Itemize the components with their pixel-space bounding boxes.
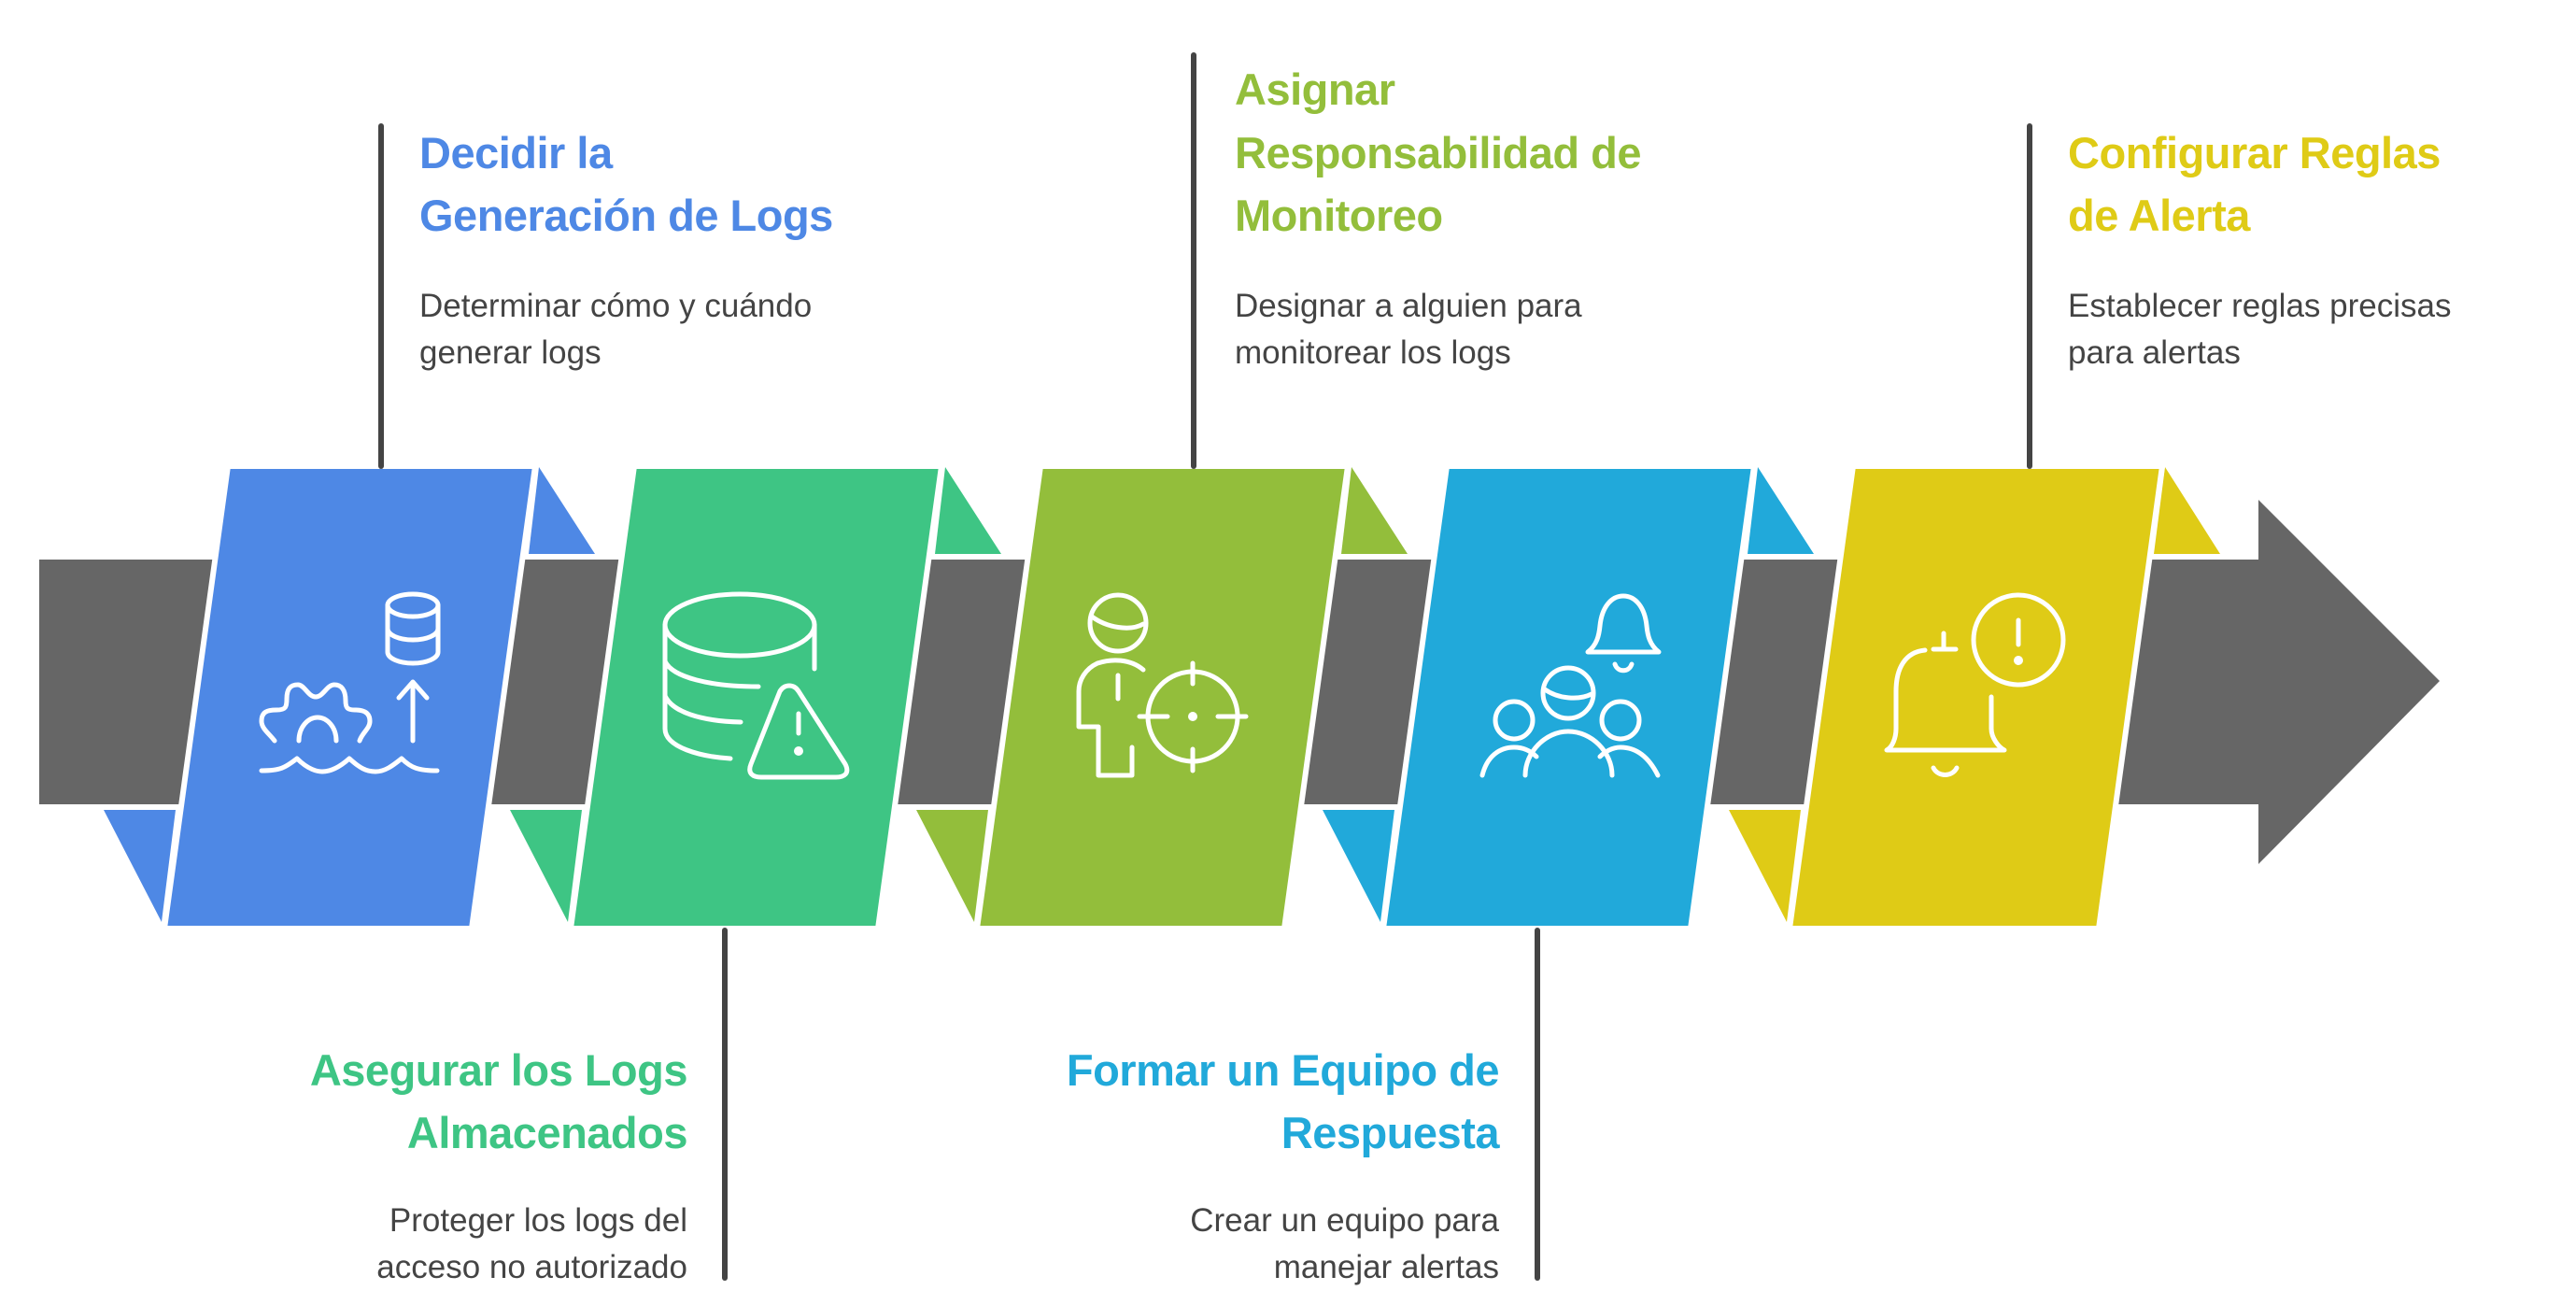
step-1-title-line-2: Generación de Logs [419, 191, 833, 240]
database-warning-icon [662, 591, 850, 780]
step-4-fold-top [1744, 459, 1819, 557]
step-5-fold-top [2150, 459, 2226, 557]
arrow-head [2258, 500, 2440, 864]
step-1-panel [161, 463, 539, 931]
step-5-description-line-2: para alertas [2068, 334, 2241, 371]
step-3-fold-bottom [912, 807, 992, 931]
step-2-fold-bottom [505, 807, 586, 931]
step-4-label: Formar un Equipo de Respuesta Crear un e… [1067, 1045, 1501, 1285]
step-3-label: Asignar Responsabilidad de Monitoreo Des… [1235, 64, 1641, 371]
step-5-description-line-1: Establecer reglas precisas [2068, 288, 2451, 324]
person-target-icon [1076, 592, 1249, 778]
step-2-title-line-2: Almacenados [407, 1108, 687, 1157]
step-5-fold-bottom [1724, 807, 1805, 931]
step-1-description-line-2: generar logs [419, 334, 602, 371]
bell-alert-icon [1884, 592, 2066, 777]
step-2-segment [505, 459, 1007, 931]
step-3-fold-top [1338, 459, 1413, 557]
step-1-description-line-1: Determinar cómo y cuándo [419, 288, 812, 324]
step-5-panel [1786, 463, 2166, 931]
step-3-panel [973, 463, 1352, 931]
step-2-fold-top [931, 459, 1007, 557]
step-4-fold-bottom [1318, 807, 1398, 931]
step-2-panel [567, 463, 945, 931]
step-1-segment [99, 459, 601, 931]
step-1-fold-bottom [99, 807, 179, 931]
step-4-title-line-2: Respuesta [1281, 1108, 1501, 1157]
step-3-segment [912, 459, 1413, 931]
step-5-segment [1724, 459, 2226, 931]
step-5-label: Configurar Reglas de Alerta Establecer r… [2068, 128, 2451, 371]
step-1-label: Decidir la Generación de Logs Determinar… [419, 128, 833, 371]
gear-database-upload-icon [259, 591, 441, 774]
step-4-description-line-2: manejar alertas [1274, 1249, 1499, 1285]
step-5-title-line-2: de Alerta [2068, 191, 2251, 240]
step-3-title-line-3: Monitoreo [1235, 191, 1443, 240]
step-2-description-line-1: Proteger los logs del [389, 1202, 687, 1239]
step-3-description-line-1: Designar a alguien para [1235, 288, 1582, 324]
step-1-fold-top [525, 459, 601, 557]
team-bell-icon [1479, 593, 1662, 778]
step-4-description-line-1: Crear un equipo para [1190, 1202, 1499, 1239]
step-4-title-line-1: Formar un Equipo de [1067, 1045, 1499, 1095]
step-3-title-line-1: Asignar [1235, 64, 1395, 114]
step-1-title-line-1: Decidir la [419, 128, 614, 177]
step-5-title-line-1: Configurar Reglas [2068, 128, 2441, 177]
step-2-label: Asegurar los Logs Almacenados Proteger l… [310, 1045, 688, 1285]
step-4-segment [1318, 459, 1819, 931]
step-3-title-line-2: Responsabilidad de [1235, 128, 1641, 177]
step-3-description-line-2: monitorear los logs [1235, 334, 1511, 371]
step-2-description-line-2: acceso no autorizado [376, 1249, 687, 1285]
step-2-title-line-1: Asegurar los Logs [310, 1045, 687, 1095]
